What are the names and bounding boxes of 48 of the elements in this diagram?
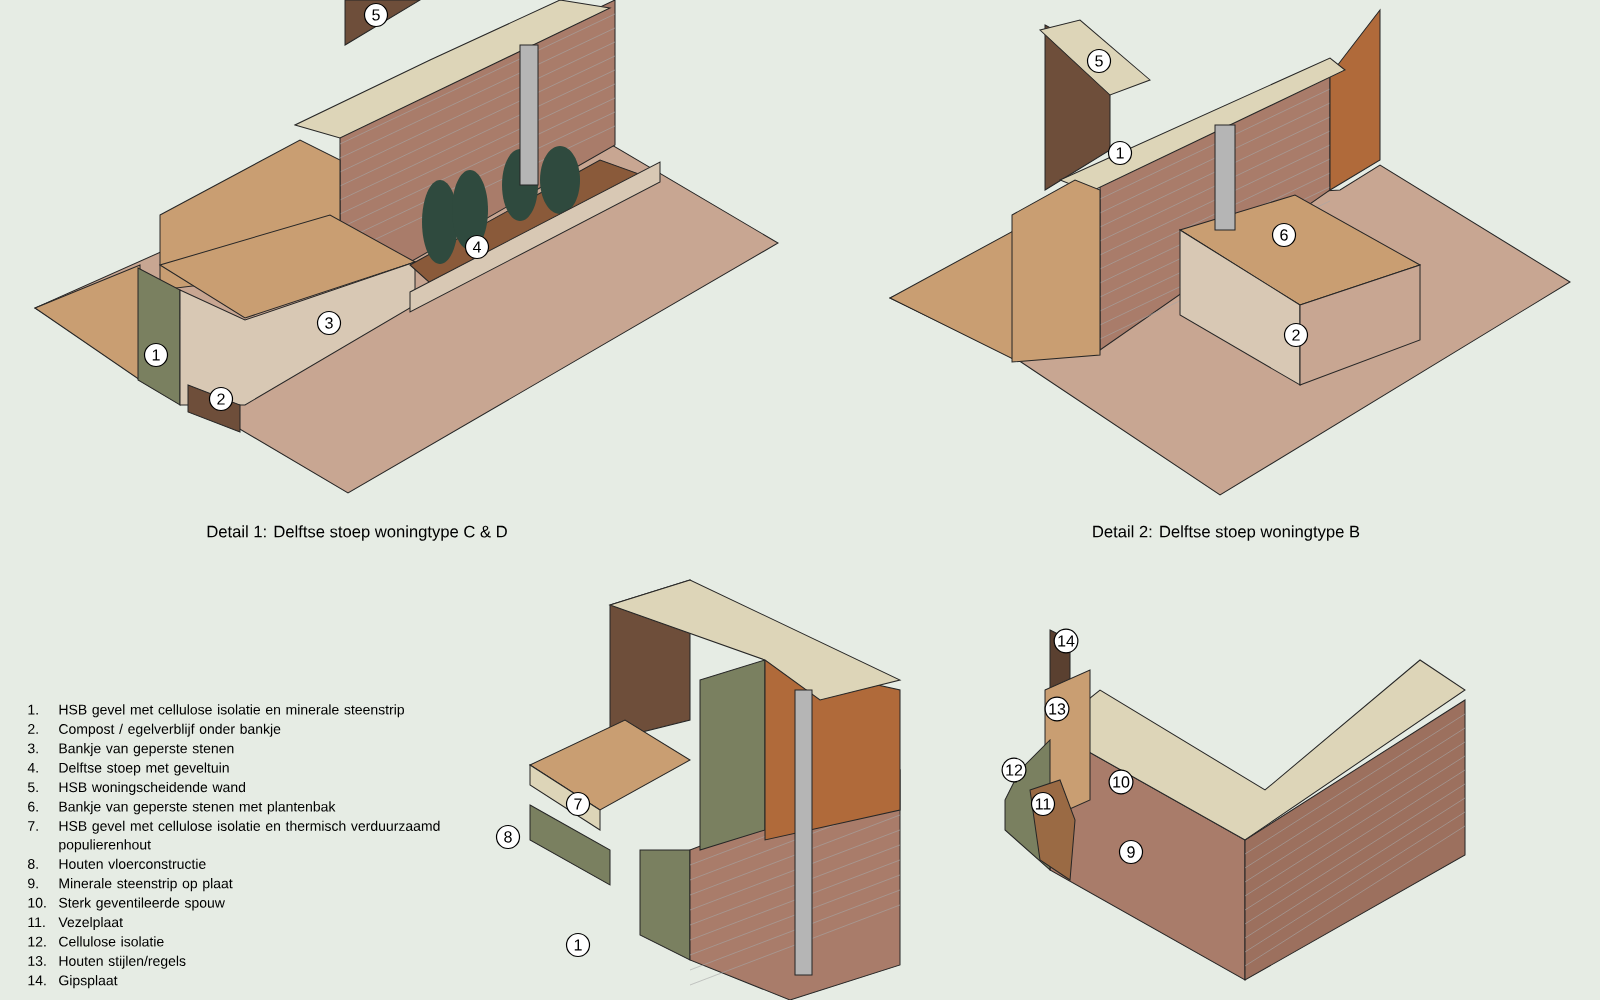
legend-text: Gipsplaat: [59, 975, 118, 989]
legend-number: 6.: [28, 801, 38, 812]
legend-number: 7.: [28, 821, 38, 831]
legend-text: HSB gevel met cellulose isolatie en thermisch verduurzaamd populierenhout: [59, 820, 440, 853]
legend-text: HSB woningscheidende wand: [59, 781, 245, 795]
legend-number: 4.: [27, 763, 38, 773]
legend-text: Houten stijlen/regels: [59, 955, 186, 969]
legend-text: Bankje van geperste stenen: [59, 743, 234, 757]
legend-number: 14.: [28, 975, 46, 986]
callout-number: 2: [208, 386, 234, 412]
callout-number: 3: [316, 310, 342, 336]
legend-text: Bankje van geperste stenen met plantenbak: [59, 801, 336, 815]
callout-number: 1: [143, 342, 169, 368]
legend-number: 10.: [28, 897, 46, 908]
legend-text: Cellulose isolatie: [59, 936, 164, 947]
callout-number: 13: [1044, 696, 1070, 722]
callout-number: 9: [1118, 839, 1144, 865]
detail-caption: Detail 1: Delftse stoep woningtype C & D: [207, 525, 507, 541]
legend-text: Minerale steenstrip op plaat: [59, 878, 233, 892]
legend-number: 2.: [28, 724, 38, 734]
legend-number: 13.: [28, 956, 46, 966]
detail-caption: Detail 2: Delftse stoep woningtype B: [1093, 525, 1360, 541]
callout-number: 8: [495, 824, 521, 850]
callout-number: 5: [363, 2, 389, 28]
legend-text: Compost / egelverblijf onder bankje: [59, 723, 281, 737]
callout-number: 2: [1283, 322, 1309, 348]
callout-number: 7: [565, 791, 591, 817]
callout-number: 12: [1001, 757, 1027, 783]
callout-number: 14: [1053, 628, 1079, 654]
callout-number: 6: [1271, 222, 1297, 248]
legend-number: 8.: [28, 859, 38, 869]
callout-number: 1: [1107, 140, 1133, 166]
legend-text: Vezelplaat: [58, 916, 123, 930]
legend-number: 12.: [28, 936, 46, 947]
legend-number: 3.: [27, 743, 38, 754]
callout-number: 5: [1086, 48, 1112, 74]
legend-number: 11.: [28, 917, 45, 927]
legend-text: HSB gevel met cellulose isolatie en minerale steenstrip: [59, 704, 404, 718]
callout-number: 10: [1108, 769, 1134, 795]
callout-number: 11: [1030, 791, 1056, 817]
callout-number: 4: [464, 234, 490, 260]
legend-number: 1.: [28, 704, 38, 715]
legend-text: Sterk geventileerde spouw: [59, 897, 225, 911]
legend-text: Delftse stoep met geveltuin: [59, 762, 229, 776]
legend-number: 5.: [28, 782, 38, 793]
legend-text: Houten vloerconstructie: [59, 858, 206, 869]
legend-number: 9.: [28, 878, 38, 889]
callout-number: 1: [565, 932, 591, 958]
